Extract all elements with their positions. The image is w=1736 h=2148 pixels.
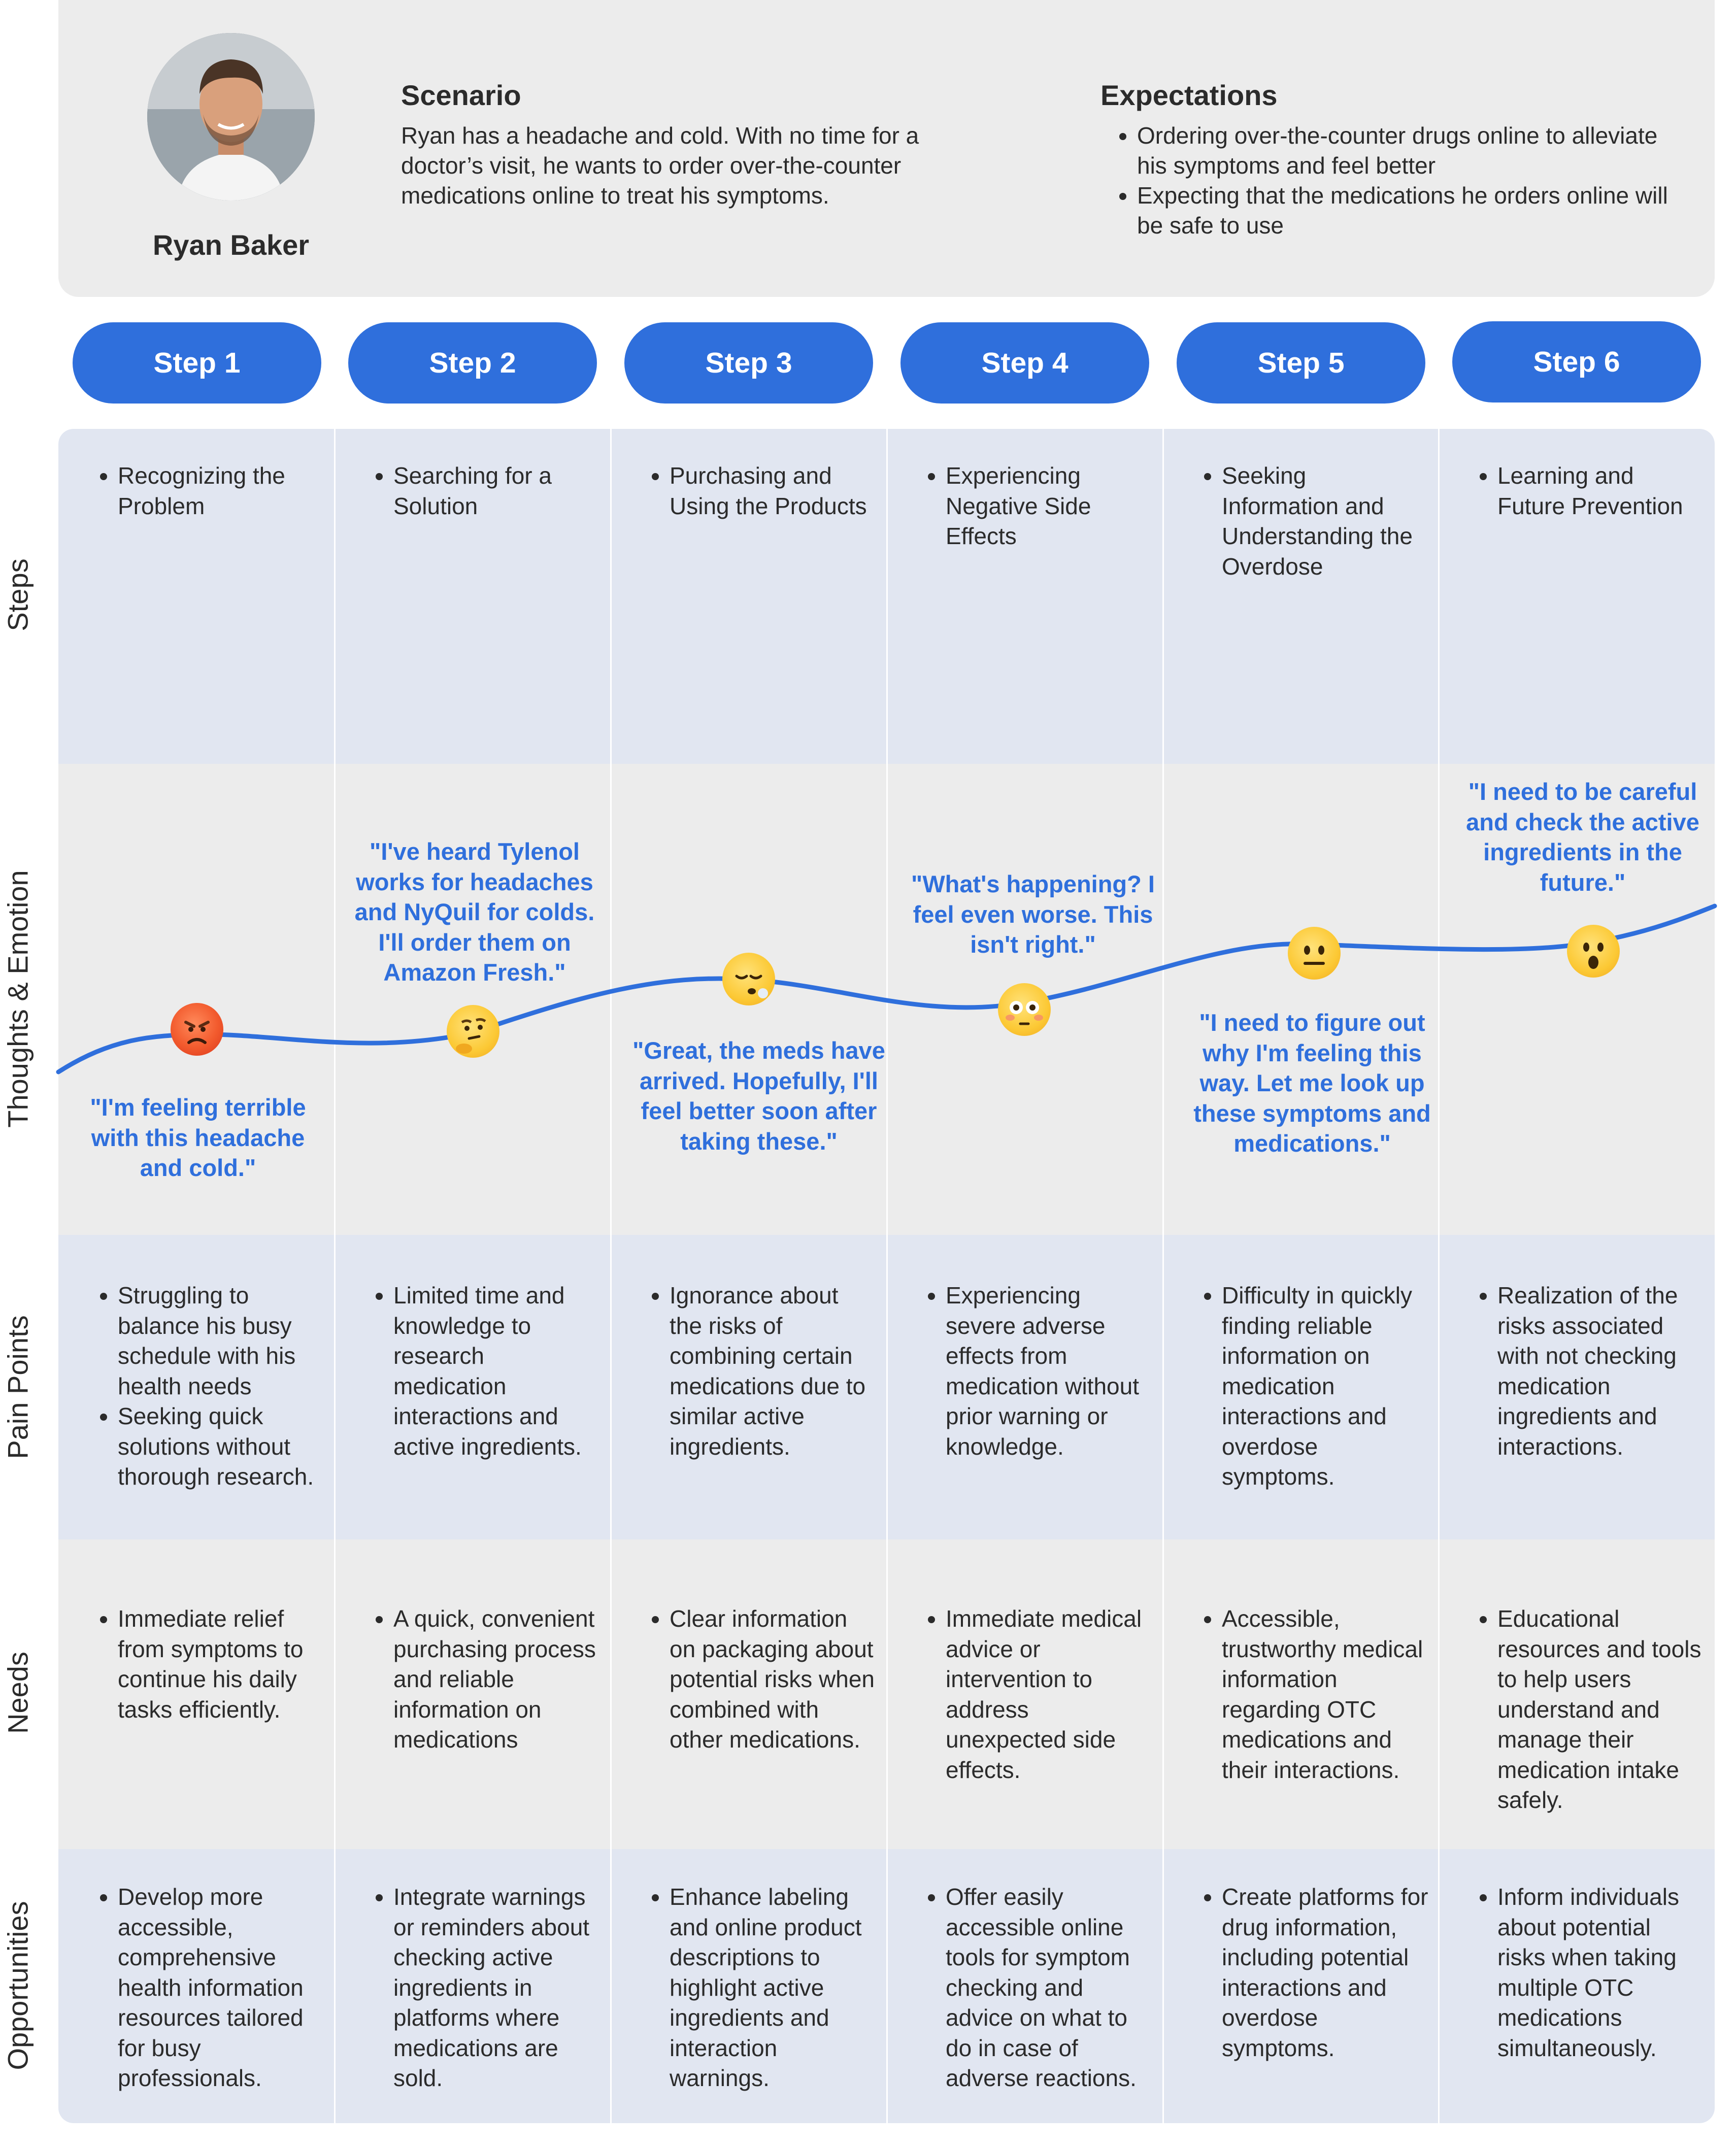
step-2-pill[interactable]: Step 2 bbox=[348, 322, 597, 404]
pain-point-cell: Realization of the risks associated with… bbox=[1461, 1281, 1705, 1462]
step-name-cell: Seeking Information and Understanding th… bbox=[1185, 461, 1429, 582]
expectation-item: Ordering over-the-counter drugs online t… bbox=[1137, 121, 1689, 181]
opportunity-cell: Inform individuals about potential risks… bbox=[1461, 1882, 1705, 2063]
expectations-title: Expectations bbox=[1100, 79, 1278, 111]
need: Immediate relief from symptoms to contin… bbox=[118, 1604, 325, 1725]
thought-quote: "I'm feeling terrible with this headache… bbox=[90, 1094, 306, 1181]
need: Educational resources and tools to help … bbox=[1497, 1604, 1705, 1816]
persona-card bbox=[58, 0, 1715, 297]
step-name-cell: Experiencing Negative Side Effects bbox=[909, 461, 1153, 552]
pain-point-cell: Struggling to balance his busy schedule … bbox=[81, 1281, 325, 1492]
opportunity: Integrate warnings or reminders about ch… bbox=[393, 1882, 600, 2094]
need-cell: Accessible, trustworthy medical informat… bbox=[1185, 1604, 1429, 1785]
opportunity-cell: Offer easily accessible online tools for… bbox=[909, 1882, 1153, 2094]
step-name-cell: Recognizing the Problem bbox=[81, 461, 325, 521]
opportunity: Enhance labeling and online product desc… bbox=[670, 1882, 877, 2094]
step-name-cell: Learning and Future Prevention bbox=[1461, 461, 1705, 521]
step-name-cell: Searching for a Solution bbox=[357, 461, 600, 521]
step-1-pill[interactable]: Step 1 bbox=[73, 322, 321, 404]
need: Accessible, trustworthy medical informat… bbox=[1222, 1604, 1429, 1785]
column-divider bbox=[1438, 429, 1440, 2123]
need-cell: Immediate relief from symptoms to contin… bbox=[81, 1604, 325, 1725]
step-name: Experiencing Negative Side Effects bbox=[946, 461, 1153, 552]
step-name: Searching for a Solution bbox=[393, 461, 600, 521]
thought-quote: "Great, the meds have arrived. Hopefully… bbox=[632, 1037, 885, 1155]
sighing-face-icon bbox=[722, 953, 775, 1005]
opportunity: Develop more accessible, comprehensive h… bbox=[118, 1882, 325, 2094]
column-divider bbox=[1162, 429, 1164, 2123]
need-cell: Educational resources and tools to help … bbox=[1461, 1604, 1705, 1816]
opportunity: Offer easily accessible online tools for… bbox=[946, 1882, 1153, 2094]
surprised-face-icon bbox=[1567, 925, 1620, 978]
opportunity-cell: Develop more accessible, comprehensive h… bbox=[81, 1882, 325, 2094]
pain-point: Ignorance about the risks of combining c… bbox=[670, 1281, 877, 1462]
need: A quick, convenient purchasing process a… bbox=[393, 1604, 600, 1755]
opportunity-cell: Enhance labeling and online product desc… bbox=[633, 1882, 877, 2094]
persona-name: Ryan Baker bbox=[152, 229, 310, 261]
pain-point-cell: Ignorance about the risks of combining c… bbox=[633, 1281, 877, 1462]
need: Clear information on packaging about pot… bbox=[670, 1604, 877, 1755]
pain-point: Limited time and knowledge to research m… bbox=[393, 1281, 600, 1462]
pain-point-cell: Difficulty in quickly finding reliable i… bbox=[1185, 1281, 1429, 1492]
thought-quote: "I need to be careful and check the acti… bbox=[1466, 778, 1699, 896]
pain-point: Struggling to balance his busy schedule … bbox=[118, 1281, 325, 1401]
step-name: Recognizing the Problem bbox=[118, 461, 325, 521]
column-divider bbox=[610, 429, 612, 2123]
step-5-pill[interactable]: Step 5 bbox=[1177, 322, 1425, 404]
neutral-face-icon bbox=[1288, 927, 1341, 980]
angry-face-icon bbox=[171, 1003, 223, 1056]
step-name-cell: Purchasing and Using the Products bbox=[633, 461, 877, 521]
thought-quote: "I need to figure out why I'm feeling th… bbox=[1193, 1009, 1431, 1157]
expectations-list: Ordering over-the-counter drugs online t… bbox=[1100, 121, 1689, 241]
step-name: Seeking Information and Understanding th… bbox=[1222, 461, 1429, 582]
need-cell: A quick, convenient purchasing process a… bbox=[357, 1604, 600, 1755]
need: Immediate medical advice or intervention… bbox=[946, 1604, 1153, 1785]
opportunity-cell: Integrate warnings or reminders about ch… bbox=[357, 1882, 600, 2094]
thought-quote: "What's happening? I feel even worse. Th… bbox=[911, 870, 1155, 958]
step-3-pill[interactable]: Step 3 bbox=[624, 322, 873, 404]
need-cell: Immediate medical advice or intervention… bbox=[909, 1604, 1153, 1785]
step-6-pill[interactable]: Step 6 bbox=[1452, 321, 1701, 402]
step-name: Purchasing and Using the Products bbox=[670, 461, 877, 521]
opportunity: Create platforms for drug information, i… bbox=[1222, 1882, 1429, 2063]
thinking-face-icon bbox=[447, 1005, 499, 1058]
opportunity-cell: Create platforms for drug information, i… bbox=[1185, 1882, 1429, 2063]
pain-point-cell: Experiencing severe adverse effects from… bbox=[909, 1281, 1153, 1462]
pain-point: Seeking quick solutions without thorough… bbox=[118, 1401, 325, 1492]
column-divider bbox=[334, 429, 336, 2123]
column-divider bbox=[886, 429, 888, 2123]
need-cell: Clear information on packaging about pot… bbox=[633, 1604, 877, 1755]
expectation-item: Expecting that the medications he orders… bbox=[1137, 181, 1689, 241]
scenario-text: Ryan has a headache and cold. With no ti… bbox=[401, 122, 919, 209]
pain-point-cell: Limited time and knowledge to research m… bbox=[357, 1281, 600, 1462]
pain-point: Experiencing severe adverse effects from… bbox=[946, 1281, 1153, 1462]
scenario-title: Scenario bbox=[401, 79, 521, 111]
step-name: Learning and Future Prevention bbox=[1497, 461, 1705, 521]
flushed-face-icon bbox=[998, 983, 1051, 1036]
opportunity: Inform individuals about potential risks… bbox=[1497, 1882, 1705, 2063]
thought-quote: "I've heard Tylenol works for headaches … bbox=[354, 838, 595, 986]
step-4-pill[interactable]: Step 4 bbox=[900, 322, 1149, 404]
pain-point: Realization of the risks associated with… bbox=[1497, 1281, 1705, 1462]
pain-point: Difficulty in quickly finding reliable i… bbox=[1222, 1281, 1429, 1492]
